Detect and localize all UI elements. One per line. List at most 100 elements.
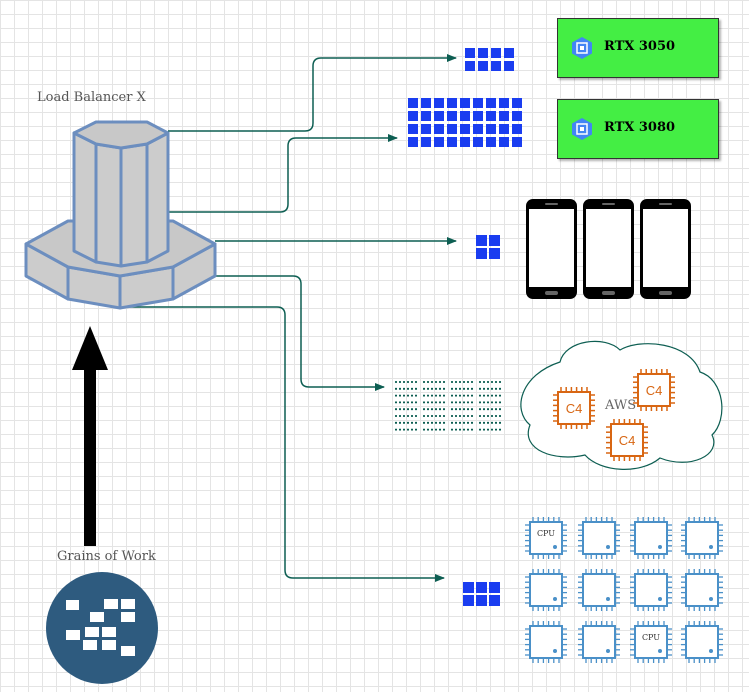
grain-groups [408, 48, 522, 606]
ec2-c4-instance-icon: C4 [606, 419, 648, 461]
load-balancer-label: Load Balancer X [37, 90, 146, 105]
aws-grain-dots [395, 381, 501, 431]
cpu-chip-icon [578, 569, 620, 611]
grain-block [504, 48, 514, 58]
grain-block [476, 582, 487, 593]
grain-block [491, 48, 501, 58]
grain-block [489, 248, 500, 259]
grain-block [434, 124, 444, 134]
cpu-chip-icon [630, 569, 672, 611]
ec2-c4-instance-icon: C4 [633, 369, 675, 411]
grain-block [421, 124, 431, 134]
connector-cpus [120, 306, 445, 582]
grain-block [504, 61, 514, 71]
grain-block [486, 98, 496, 108]
grain-block [499, 111, 509, 121]
phones-group [526, 199, 691, 299]
grain-block [465, 61, 475, 71]
gpu-chip-icon [572, 118, 592, 140]
grain-group-cpus [463, 582, 500, 606]
cpu-label: CPU [642, 633, 660, 642]
cpu-chip-icon [630, 517, 672, 559]
grain-block [473, 98, 483, 108]
work-flow-arrow [72, 326, 108, 546]
cpu-grid: CPU CPU [525, 517, 723, 663]
c4-label: C4 [619, 433, 636, 448]
grain-block [434, 137, 444, 147]
grain-group-rtx3080 [408, 98, 522, 147]
cpu-chip-icon: CPU [630, 621, 672, 663]
grain-block [473, 137, 483, 147]
grain-block [434, 111, 444, 121]
grain-block [499, 137, 509, 147]
connector-rtx3050 [168, 54, 457, 132]
grain-block [512, 137, 522, 147]
grain-block [408, 111, 418, 121]
grain-block [447, 124, 457, 134]
grains-of-work-label: Grains of Work [57, 549, 156, 564]
grain-block [478, 48, 488, 58]
grain-block [447, 111, 457, 121]
grains-of-work-icon [46, 572, 158, 684]
grain-block [408, 98, 418, 108]
grain-block [421, 98, 431, 108]
grain-block [460, 98, 470, 108]
ec2-c4-instance-icon: C4 [553, 387, 595, 429]
gpu-box-rtx-3050: RTX 3050 [557, 18, 719, 78]
smartphone-icon [640, 199, 691, 299]
grain-block [473, 111, 483, 121]
grain-block [447, 98, 457, 108]
grain-block [489, 595, 500, 606]
cpu-chip-icon [578, 621, 620, 663]
grain-block [460, 124, 470, 134]
grain-block [460, 111, 470, 121]
cpu-chip-icon [525, 621, 567, 663]
grain-block [478, 61, 488, 71]
grain-block [421, 137, 431, 147]
cpu-chip-icon [681, 569, 723, 611]
grain-block [473, 124, 483, 134]
cpu-chip-icon: CPU [525, 517, 567, 559]
cpu-chip-icon [681, 621, 723, 663]
grain-block [476, 248, 487, 259]
grain-block [465, 48, 475, 58]
grain-block [512, 111, 522, 121]
c4-label: C4 [566, 401, 583, 416]
gpu-label: RTX 3080 [604, 120, 676, 135]
grain-block [408, 124, 418, 134]
cpu-chip-icon [578, 517, 620, 559]
grain-block [447, 137, 457, 147]
grain-block [463, 582, 474, 593]
grain-block [408, 137, 418, 147]
grain-block [421, 111, 431, 121]
grain-block [499, 98, 509, 108]
cpu-chip-icon [681, 517, 723, 559]
grain-block [499, 124, 509, 134]
aws-label: AWS [604, 398, 636, 413]
grain-block [486, 124, 496, 134]
grain-block [460, 137, 470, 147]
grain-block [512, 124, 522, 134]
grain-block [476, 235, 487, 246]
grain-block [486, 111, 496, 121]
connector-rtx3080 [168, 134, 398, 213]
grain-block [491, 61, 501, 71]
cpu-label: CPU [537, 529, 555, 538]
gpu-label: RTX 3050 [604, 39, 676, 54]
c4-label: C4 [646, 383, 663, 398]
connector-aws [215, 275, 385, 391]
grain-block [434, 98, 444, 108]
grain-block [489, 582, 500, 593]
connectors [120, 54, 457, 582]
gpu-chip-icon [572, 37, 592, 59]
smartphone-icon [583, 199, 634, 299]
grain-block [476, 595, 487, 606]
load-balancer-icon [24, 120, 217, 310]
grain-block [486, 137, 496, 147]
cloud-icon [520, 340, 723, 470]
grain-block [489, 235, 500, 246]
grain-group-rtx3050 [465, 48, 514, 71]
cpu-chip-icon [525, 569, 567, 611]
